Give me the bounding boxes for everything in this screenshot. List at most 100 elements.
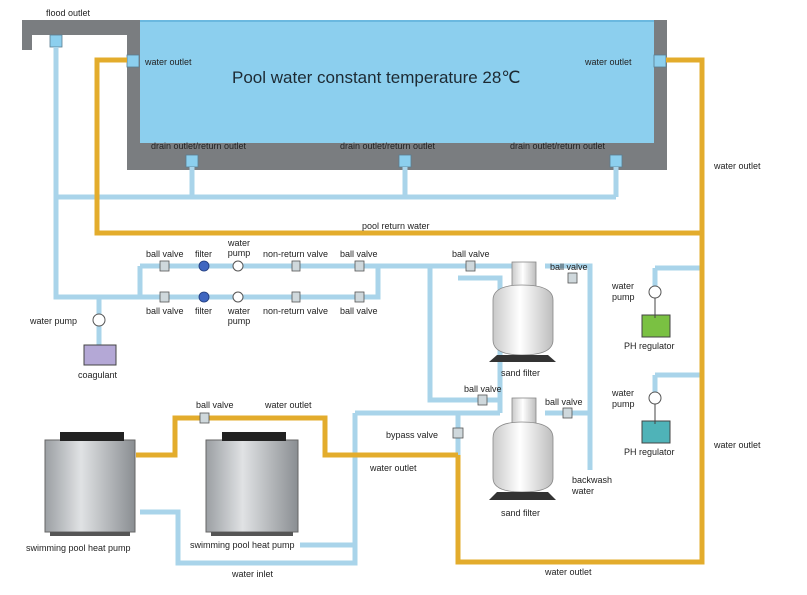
flood-outlet-label: flood outlet [46, 8, 91, 18]
blue-pipe-backwash [545, 410, 593, 470]
ball-valve-sand-top-right[interactable] [567, 272, 578, 284]
non-return-valve-lower[interactable] [291, 291, 301, 303]
upper-water-pump-label-1: water [227, 238, 250, 248]
water-pump-lower[interactable] [232, 291, 244, 303]
ball-valve-heatpump[interactable] [199, 412, 210, 424]
yellow-pipe-network [94, 57, 705, 565]
pool-return-water-label: pool return water [362, 221, 430, 231]
coagulant-pump-label: water pump [30, 316, 78, 326]
yellow-pipe-pool-return [94, 57, 702, 236]
non-return-valve-upper[interactable] [291, 260, 301, 272]
heat-pump-right-label: swimming pool heat pump [190, 540, 295, 550]
pool [22, 20, 667, 170]
bypass-valve-label: bypass valve [386, 430, 439, 440]
blue-pipe-drain-drops [189, 167, 619, 197]
flood-outlet-wall [22, 20, 127, 35]
ph-pump-top-icon[interactable] [648, 285, 662, 299]
ball-valve-lower-1[interactable] [159, 291, 170, 303]
blue-pipe-filtration-loop [137, 263, 381, 300]
backwash-label-2: water [572, 486, 595, 496]
coagulant-unit [83, 313, 117, 366]
blue-pipe-network [53, 47, 702, 566]
sand-bottom-ball-valve-left-label: ball valve [464, 384, 502, 394]
filter-lower[interactable] [198, 291, 210, 303]
blue-pipe-ph-feeds [655, 265, 702, 378]
drain-port-left [185, 154, 199, 168]
filter-upper[interactable] [198, 260, 210, 272]
drain-mid-label: drain outlet/return outlet [340, 141, 436, 151]
sand-filter-valves [452, 260, 578, 439]
lower-ball-valve-2-label: ball valve [340, 306, 378, 316]
pool-water [140, 20, 654, 143]
water-outlet-right-lower-label: water outlet [714, 440, 761, 450]
water-inlet-label: water inlet [232, 569, 274, 579]
filtration-components [159, 260, 365, 303]
coagulant-pump-icon[interactable] [92, 313, 106, 327]
blue-pipe-main-left [53, 47, 160, 300]
blue-pipe-sand-right-top [545, 263, 593, 420]
heat-pump-right[interactable] [205, 432, 299, 536]
ph-top-pump-label-2: pump [612, 292, 635, 302]
lower-water-pump-label-2: pump [227, 316, 251, 326]
sand-filter-top[interactable] [489, 261, 556, 362]
water-outlet-right-upper-label: water outlet [714, 161, 761, 171]
water-outlet-heatpump-top-label: water outlet [265, 400, 312, 410]
ball-valve-sand-top-left[interactable] [465, 260, 476, 272]
backwash-label-1: backwash [572, 475, 613, 485]
heat-pump-left-label: swimming pool heat pump [26, 543, 131, 553]
lower-non-return-valve-label: non-return valve [263, 306, 329, 316]
heat-pump-left[interactable] [44, 432, 136, 536]
heatpump-ball-valve-label: ball valve [196, 400, 234, 410]
sand-filter-bottom-label: sand filter [501, 508, 541, 518]
upper-ball-valve-2-label: ball valve [340, 249, 378, 259]
sand-filter-top-label: sand filter [501, 368, 541, 378]
water-outlet-heatpump-mid-label: water outlet [370, 463, 417, 473]
upper-ball-valve-1-label: ball valve [146, 249, 184, 259]
water-outlet-left-label: water outlet [145, 57, 192, 67]
ball-valve-upper-1[interactable] [159, 260, 170, 272]
lower-filter-label: filter [195, 306, 213, 316]
ph-regulator-bottom [641, 391, 671, 444]
water-outlet-port-right [653, 54, 667, 68]
flood-outlet-port [49, 34, 63, 48]
yellow-pipe-right-outlet [455, 57, 705, 565]
drain-right-label: drain outlet/return outlet [510, 141, 606, 151]
ph-bottom-pump-label-1: water [612, 388, 635, 398]
water-outlet-port-left [126, 54, 140, 68]
ph-bottom-pump-label-2: pump [612, 399, 635, 409]
lower-ball-valve-1-label: ball valve [146, 306, 184, 316]
bypass-valve[interactable] [452, 427, 464, 439]
drain-port-right [609, 154, 623, 168]
ph-bottom-label: PH regulator [624, 447, 675, 457]
upper-filter-label: filter [195, 249, 213, 259]
ph-tank-top [641, 314, 671, 338]
water-outlet-right-label: water outlet [585, 57, 632, 67]
yellow-pipe-heatpump-loop [136, 415, 458, 458]
flood-outlet-wall-side [22, 20, 32, 50]
blue-pipe-sand-mid [458, 275, 503, 413]
sand-filter-bottom[interactable] [489, 397, 556, 500]
ph-top-pump-label-1: water [612, 281, 635, 291]
sand-top-ball-valve-right-label: ball valve [550, 262, 588, 272]
water-pump-upper[interactable] [232, 260, 244, 272]
pool-title: Pool water constant temperature 28℃ [232, 68, 521, 87]
ball-valve-sand-bottom-left[interactable] [477, 394, 488, 406]
coagulant-label: coagulant [78, 370, 118, 380]
drain-left-label: drain outlet/return outlet [151, 141, 247, 151]
ball-valve-upper-2[interactable] [354, 260, 365, 272]
lower-water-pump-label-1: water [227, 306, 250, 316]
ph-top-label: PH regulator [624, 341, 675, 351]
ph-tank-bottom [641, 420, 671, 444]
coagulant-tank [83, 344, 117, 366]
water-outlet-bottom-label: water outlet [545, 567, 592, 577]
upper-water-pump-label-2: pump [227, 248, 251, 258]
upper-non-return-valve-label: non-return valve [263, 249, 329, 259]
drain-port-mid [398, 154, 412, 168]
ph-pump-bottom-icon[interactable] [648, 391, 662, 405]
ph-regulator-top [641, 285, 671, 338]
ball-valve-lower-2[interactable] [354, 291, 365, 303]
blue-pipe-heatpump-return [140, 413, 358, 566]
sand-bottom-ball-valve-right-label: ball valve [545, 397, 583, 407]
ball-valve-sand-bottom-right[interactable] [562, 407, 573, 419]
